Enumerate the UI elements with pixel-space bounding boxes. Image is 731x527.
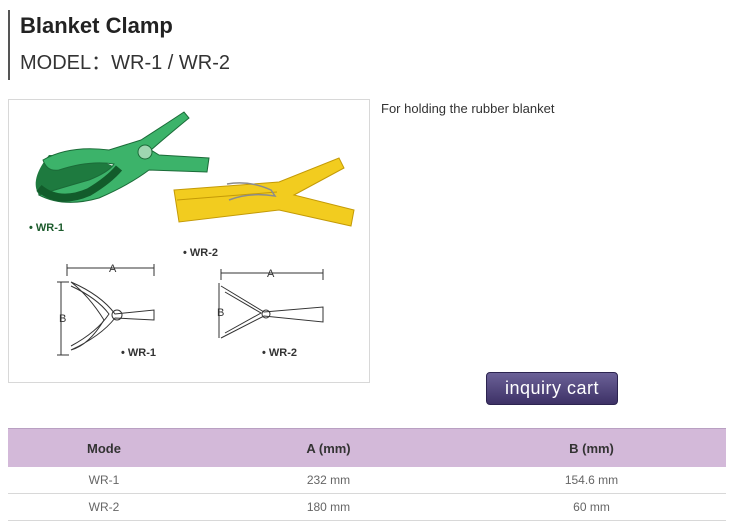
wr1-dim-a: A [109,263,117,275]
product-image: • WR-1 • WR-2 A B • WR-1 [8,99,370,383]
wr1-diagram [57,264,155,356]
wr2-clamp-photo [173,157,355,227]
wr1-dim-b: B [59,313,66,325]
photo-label-wr1: • WR-1 [29,222,64,234]
diagram-label-wr1: • WR-1 [121,347,156,359]
diagram-label-wr2: • WR-2 [262,347,297,359]
column-header-mode: Mode [8,428,200,467]
page-title: Blanket Clamp [20,13,173,38]
wr1-clamp-photo [35,111,210,203]
column-header-b: B (mm) [457,428,726,467]
column-header-a: A (mm) [200,428,457,467]
cell-b: 60 mm [457,493,726,521]
wr2-dim-a: A [267,268,275,280]
photo-label-wr2: • WR-2 [183,247,218,259]
wr2-dim-b: B [217,307,224,319]
product-illustration: • WR-1 • WR-2 A B • WR-1 [29,111,355,359]
model-label: MODEL：WR-1 / WR-2 [20,52,230,74]
wr2-diagram [218,269,324,339]
table-header-row: Mode A (mm) B (mm) [8,428,726,467]
table-row: WR-1 232 mm 154.6 mm [8,467,726,494]
cell-mode: WR-2 [8,493,200,521]
spec-table: Mode A (mm) B (mm) WR-1 232 mm 154.6 mm … [8,428,726,521]
cell-b: 154.6 mm [457,467,726,494]
table-row: WR-2 180 mm 60 mm [8,493,726,521]
product-header: Blanket Clamp MODEL：WR-1 / WR-2 [8,10,230,80]
cell-a: 232 mm [200,467,457,494]
cell-mode: WR-1 [8,467,200,494]
inquiry-cart-button[interactable]: inquiry cart [486,372,618,405]
product-description: For holding the rubber blanket [381,101,555,116]
cell-a: 180 mm [200,493,457,521]
